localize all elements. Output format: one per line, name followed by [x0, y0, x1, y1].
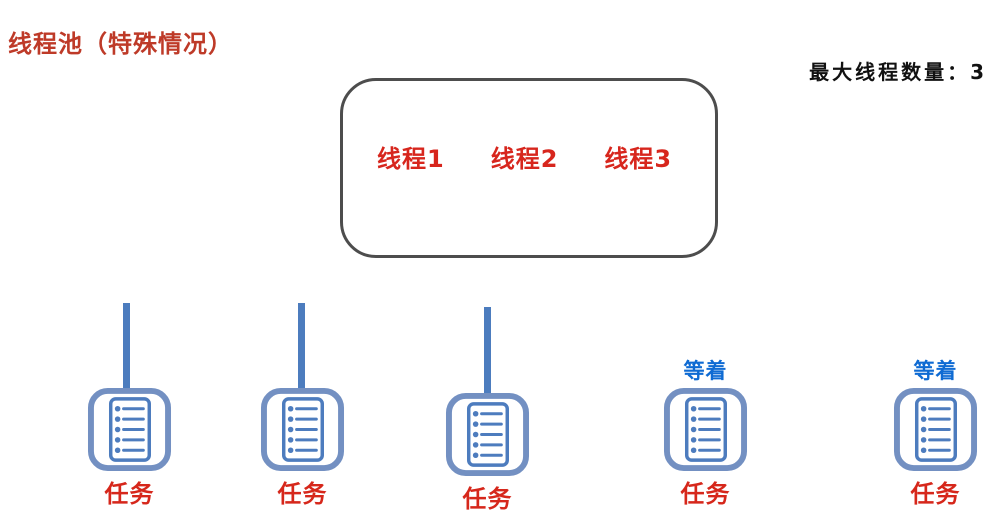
task-label: 任务 [910, 480, 961, 508]
task-label: 任务 [277, 480, 328, 508]
task-label: 任务 [104, 480, 155, 508]
connector-line-task-3 [484, 307, 491, 395]
thread-pool-box: 线程1 线程2 线程3 [340, 78, 718, 258]
connector-line-task-1 [123, 303, 130, 390]
connector-line-task-2 [298, 303, 305, 390]
task-list-icon [445, 392, 530, 477]
max-threads-label: 最大线程数量：3 [809, 60, 987, 84]
task-list-icon [893, 387, 978, 472]
thread-3-label: 线程3 [604, 145, 673, 173]
task-item-1: 任务 [87, 387, 172, 509]
waiting-status-label: 等着 [683, 359, 728, 383]
thread-1-label: 线程1 [377, 145, 445, 173]
task-label: 任务 [462, 485, 513, 513]
task-list-icon [260, 387, 345, 472]
thread-2-label: 线程2 [490, 145, 559, 173]
waiting-status-label: 等着 [913, 359, 958, 383]
page-title: 线程池（特殊情况） [8, 30, 233, 58]
task-item-5: 等着 任务 [893, 359, 978, 509]
task-label: 任务 [680, 480, 731, 508]
task-item-2: 任务 [260, 387, 345, 509]
task-item-3: 任务 [445, 392, 530, 514]
task-item-4: 等着 任务 [663, 359, 748, 509]
task-list-icon [87, 387, 172, 472]
threads-row: 线程1 线程2 线程3 [377, 139, 672, 174]
task-list-icon [663, 387, 748, 472]
